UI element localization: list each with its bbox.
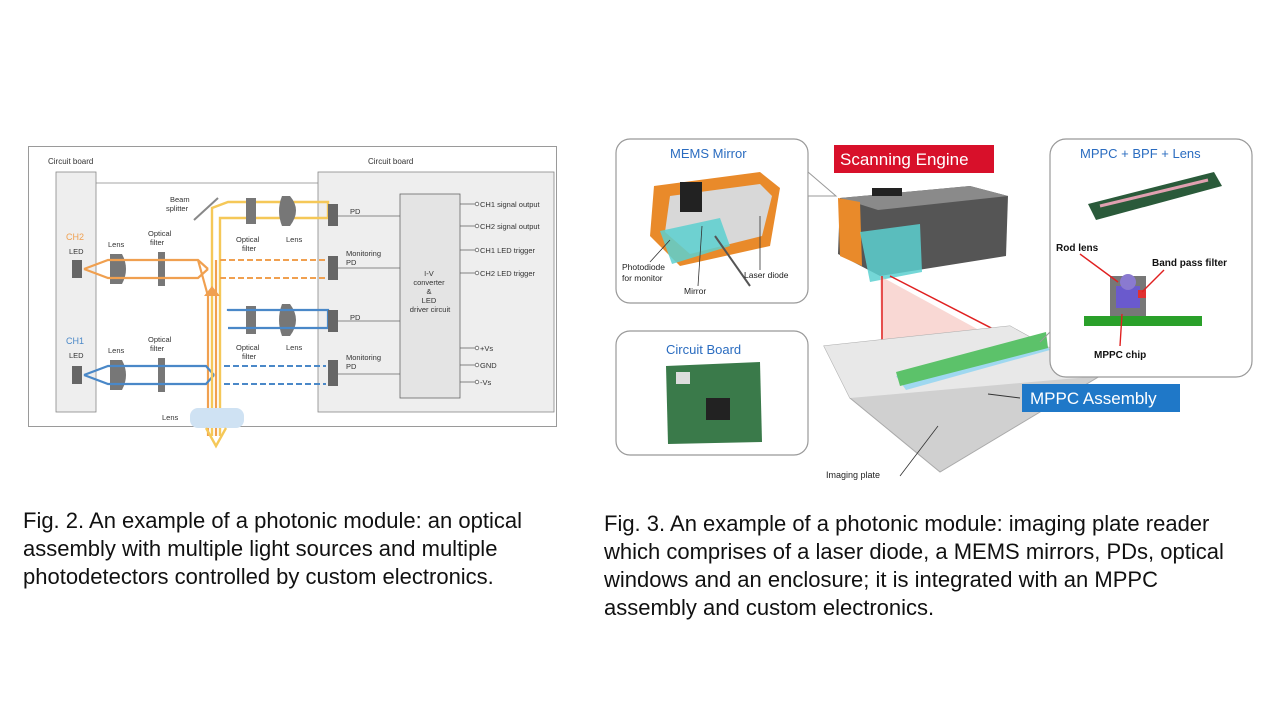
mppc-board-section <box>1084 316 1202 326</box>
top-optical-filter <box>246 198 256 224</box>
mems-mirror-title: MEMS Mirror <box>670 146 747 161</box>
ch1-label: CH1 <box>66 336 84 346</box>
circuit-board-title: Circuit Board <box>666 342 741 357</box>
output-gnd: GND <box>480 361 497 370</box>
ch1-optical-filter <box>158 358 165 392</box>
imaging-plate-label: Imaging plate <box>826 470 880 480</box>
circuit-board-component <box>676 372 690 384</box>
pd-wires <box>338 215 400 375</box>
top-lens <box>279 196 296 226</box>
bottom-lens <box>190 408 244 428</box>
ch1-beam-lower <box>83 373 215 386</box>
ch1-led-label: LED <box>69 351 84 360</box>
iv-converter-block <box>399 193 461 399</box>
callout-red-pointers <box>1079 253 1165 347</box>
figure-3-caption: Fig. 3. An example of a photonic module:… <box>604 511 1224 620</box>
rod-lens-shape <box>1120 274 1136 290</box>
ch1-beam-upper <box>83 364 215 377</box>
right-circuit-board-label: Circuit board <box>368 157 413 166</box>
output-ch1-led-trigger: CH1 LED trigger <box>480 246 536 255</box>
ch1-led <box>72 366 82 384</box>
ch2-label: CH2 <box>66 232 84 242</box>
ch1-lens-label: Lens <box>108 346 125 355</box>
scanning-engine-connector <box>872 188 902 196</box>
mppc-assembly-bar <box>896 332 1048 386</box>
laser-diode-label: Laser diode <box>744 270 789 280</box>
mppc-callout-link <box>1039 331 1051 343</box>
rod-lens-label: Rod lens <box>1056 243 1099 254</box>
ch2-beam-lower <box>83 267 209 280</box>
pd-top <box>328 204 338 226</box>
pd-mid <box>328 310 338 332</box>
circuit-board-chip <box>706 398 730 420</box>
scanning-engine-top <box>840 186 1008 210</box>
scanning-engine-title: Scanning Engine <box>840 150 969 169</box>
mppc-assembly-pointer <box>987 393 1021 399</box>
mppc-assembly-banner <box>1022 384 1180 412</box>
mems-mirror-chip <box>680 182 702 212</box>
mid-optical-filter <box>246 306 256 334</box>
mid-lens-label: Lens <box>286 343 303 352</box>
top-lens-label: Lens <box>286 235 303 244</box>
bpf-highlight <box>1138 290 1146 298</box>
mems-cable <box>714 235 751 287</box>
output-wires <box>460 201 480 385</box>
mems-callout-pointer <box>807 170 838 197</box>
output-ch2-signal: CH2 signal output <box>480 222 541 231</box>
imaging-plate-pointer <box>899 425 939 477</box>
beam-arrow-down <box>204 286 220 296</box>
figure-2-caption: Fig. 2. An example of a photonic module:… <box>23 508 522 589</box>
bottom-focus-beam <box>204 427 228 449</box>
mirror-label: Mirror <box>684 286 706 296</box>
scanning-engine-banner <box>834 145 994 173</box>
output-ch2-led-trigger: CH2 LED trigger <box>480 269 536 278</box>
iv-converter-label: I-V converter & LED driver circuit <box>410 269 451 314</box>
monitoring-pd-bottom <box>328 360 338 386</box>
ch2-led-label: LED <box>69 247 84 256</box>
output-plus-vs: +Vs <box>480 344 493 353</box>
ch2-lens <box>110 254 126 284</box>
left-circuit-board-label: Circuit board <box>48 157 93 166</box>
beam-splitter <box>193 197 219 221</box>
scanning-engine-side <box>838 198 862 266</box>
monitoring-pd-top <box>328 256 338 280</box>
mppc-module-strip <box>1099 178 1209 208</box>
band-pass-filter-block <box>1116 286 1140 308</box>
mems-optical-window <box>660 218 730 264</box>
mems-pointer-lines <box>649 216 761 287</box>
ch2-beam-upper <box>83 258 209 271</box>
ch2-led <box>72 260 82 278</box>
scanning-engine-window <box>860 224 922 282</box>
mppc-bpf-lens-title: MPPC + BPF + Lens <box>1080 146 1201 161</box>
bottom-lens-label: Lens <box>162 413 179 422</box>
pd-mid-label: PD <box>350 313 361 322</box>
mppc-assembly-title: MPPC Assembly <box>1030 389 1157 408</box>
mppc-chip-label: MPPC chip <box>1094 350 1146 361</box>
output-ch1-signal: CH1 signal output <box>480 200 541 209</box>
pd-top-label: PD <box>350 207 361 216</box>
band-pass-filter-label: Band pass filter <box>1152 258 1227 269</box>
ch2-optical-filter <box>158 252 165 286</box>
ch1-lens <box>110 360 126 390</box>
output-minus-vs: -Vs <box>480 378 492 387</box>
ch2-lens-label: Lens <box>108 240 125 249</box>
figure-2-optical-module-diagram: Circuit board Circuit board I-V converte… <box>28 146 557 449</box>
